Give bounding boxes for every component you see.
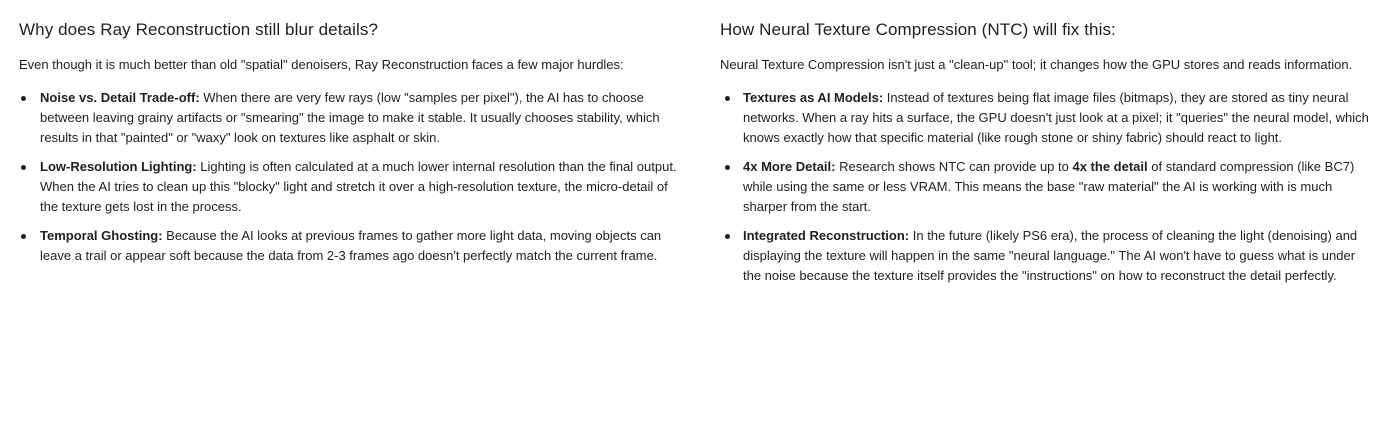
bullet-icon [725, 165, 730, 170]
ray-reconstruction-section: Why does Ray Reconstruction still blur d… [19, 18, 689, 275]
bullet-icon [21, 96, 26, 101]
item-text: When there are very few rays (low "sampl… [40, 90, 660, 145]
item-title: Low-Resolution Lighting: [40, 159, 197, 174]
item-text: Research shows NTC can provide up to [835, 159, 1073, 174]
item-title: Textures as AI Models: [743, 90, 884, 105]
item-text: Instead of textures being flat image fil… [743, 90, 1369, 145]
list-item: Temporal Ghosting: Because the AI looks … [19, 226, 689, 266]
bullet-icon [725, 234, 730, 239]
list-item: 4x More Detail: Research shows NTC can p… [720, 157, 1370, 217]
list-item: Low-Resolution Lighting: Lighting is oft… [19, 157, 689, 217]
item-text: In the future (likely PS6 era), the proc… [743, 228, 1358, 283]
item-text: of standard compression (like BC7) while… [743, 159, 1355, 214]
fixes-list: Textures as AI Models: Instead of textur… [720, 88, 1370, 286]
section-heading: Why does Ray Reconstruction still blur d… [19, 20, 379, 39]
item-text: Lighting is often calculated at a much l… [40, 159, 677, 214]
item-emphasis: 4x the detail [1072, 159, 1148, 174]
section-heading: How Neural Texture Compression (NTC) wil… [720, 20, 1116, 39]
bullet-icon [21, 234, 26, 239]
item-title: 4x More Detail: [743, 159, 836, 174]
item-title: Noise vs. Detail Trade-off: [40, 90, 200, 105]
item-title: Temporal Ghosting: [40, 228, 163, 243]
section-intro: Neural Texture Compression isn't just a … [720, 57, 1353, 72]
bullet-icon [21, 165, 26, 170]
section-intro: Even though it is much better than old "… [19, 57, 624, 72]
list-item: Noise vs. Detail Trade-off: When there a… [19, 88, 689, 148]
item-title: Integrated Reconstruction: [743, 228, 910, 243]
list-item: Textures as AI Models: Instead of textur… [720, 88, 1370, 148]
item-text: Because the AI looks at previous frames … [40, 228, 662, 263]
list-item: Integrated Reconstruction: In the future… [720, 226, 1370, 286]
hurdles-list: Noise vs. Detail Trade-off: When there a… [19, 88, 689, 266]
ntc-section: How Neural Texture Compression (NTC) wil… [720, 18, 1370, 295]
bullet-icon [725, 96, 730, 101]
